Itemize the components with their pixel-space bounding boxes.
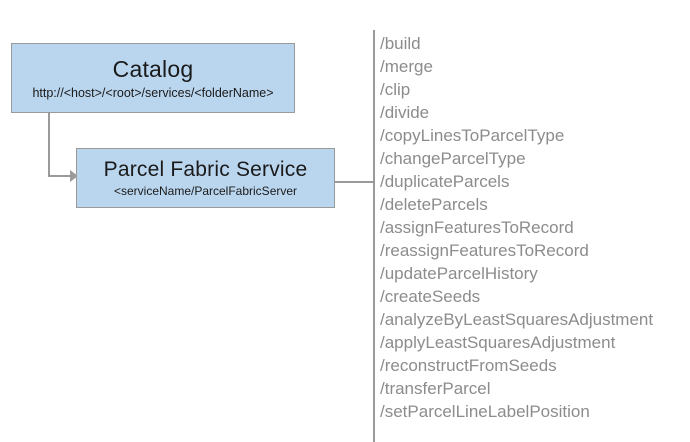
parcel-fabric-service-node: Parcel Fabric Service <serviceName/Parce… <box>76 148 335 208</box>
operation-item: /applyLeastSquaresAdjustment <box>380 333 616 352</box>
operation-item: /updateParcelHistory <box>380 264 538 283</box>
operation-item: /divide <box>380 103 430 122</box>
connector-operations-stub <box>335 181 374 183</box>
catalog-node: Catalog http://<host>/<root>/services/<f… <box>11 43 295 113</box>
operation-item: /assignFeaturesToRecord <box>380 218 574 237</box>
operations-divider <box>373 30 375 442</box>
connector-horizontal-segment <box>48 175 72 177</box>
connector-vertical-segment <box>48 113 50 177</box>
parcel-fabric-service-node-path: <serviceName/ParcelFabricServer <box>113 183 298 198</box>
operation-item: /duplicateParcels <box>380 172 510 191</box>
catalog-node-url: http://<host>/<root>/services/<folderNam… <box>32 85 274 100</box>
operation-item: /deleteParcels <box>380 195 488 214</box>
operation-item: /changeParcelType <box>380 149 526 168</box>
operations-list: /build/merge/clip/divide/copyLinesToParc… <box>380 32 685 423</box>
operation-item: /merge <box>380 57 433 76</box>
operation-item: /transferParcel <box>380 379 491 398</box>
connector-arrowhead-icon <box>70 170 78 182</box>
operation-item: /analyzeByLeastSquaresAdjustment <box>380 310 654 329</box>
operation-item: /setParcelLineLabelPosition <box>380 402 590 421</box>
operation-item: /createSeeds <box>380 287 481 306</box>
parcel-fabric-service-node-title: Parcel Fabric Service <box>103 157 308 181</box>
operation-item: /clip <box>380 80 411 99</box>
operation-item: /reconstructFromSeeds <box>380 356 557 375</box>
operation-item: /copyLinesToParcelType <box>380 126 565 145</box>
catalog-node-title: Catalog <box>112 55 194 82</box>
operation-item: /build <box>380 34 421 53</box>
operation-item: /reassignFeaturesToRecord <box>380 241 589 260</box>
